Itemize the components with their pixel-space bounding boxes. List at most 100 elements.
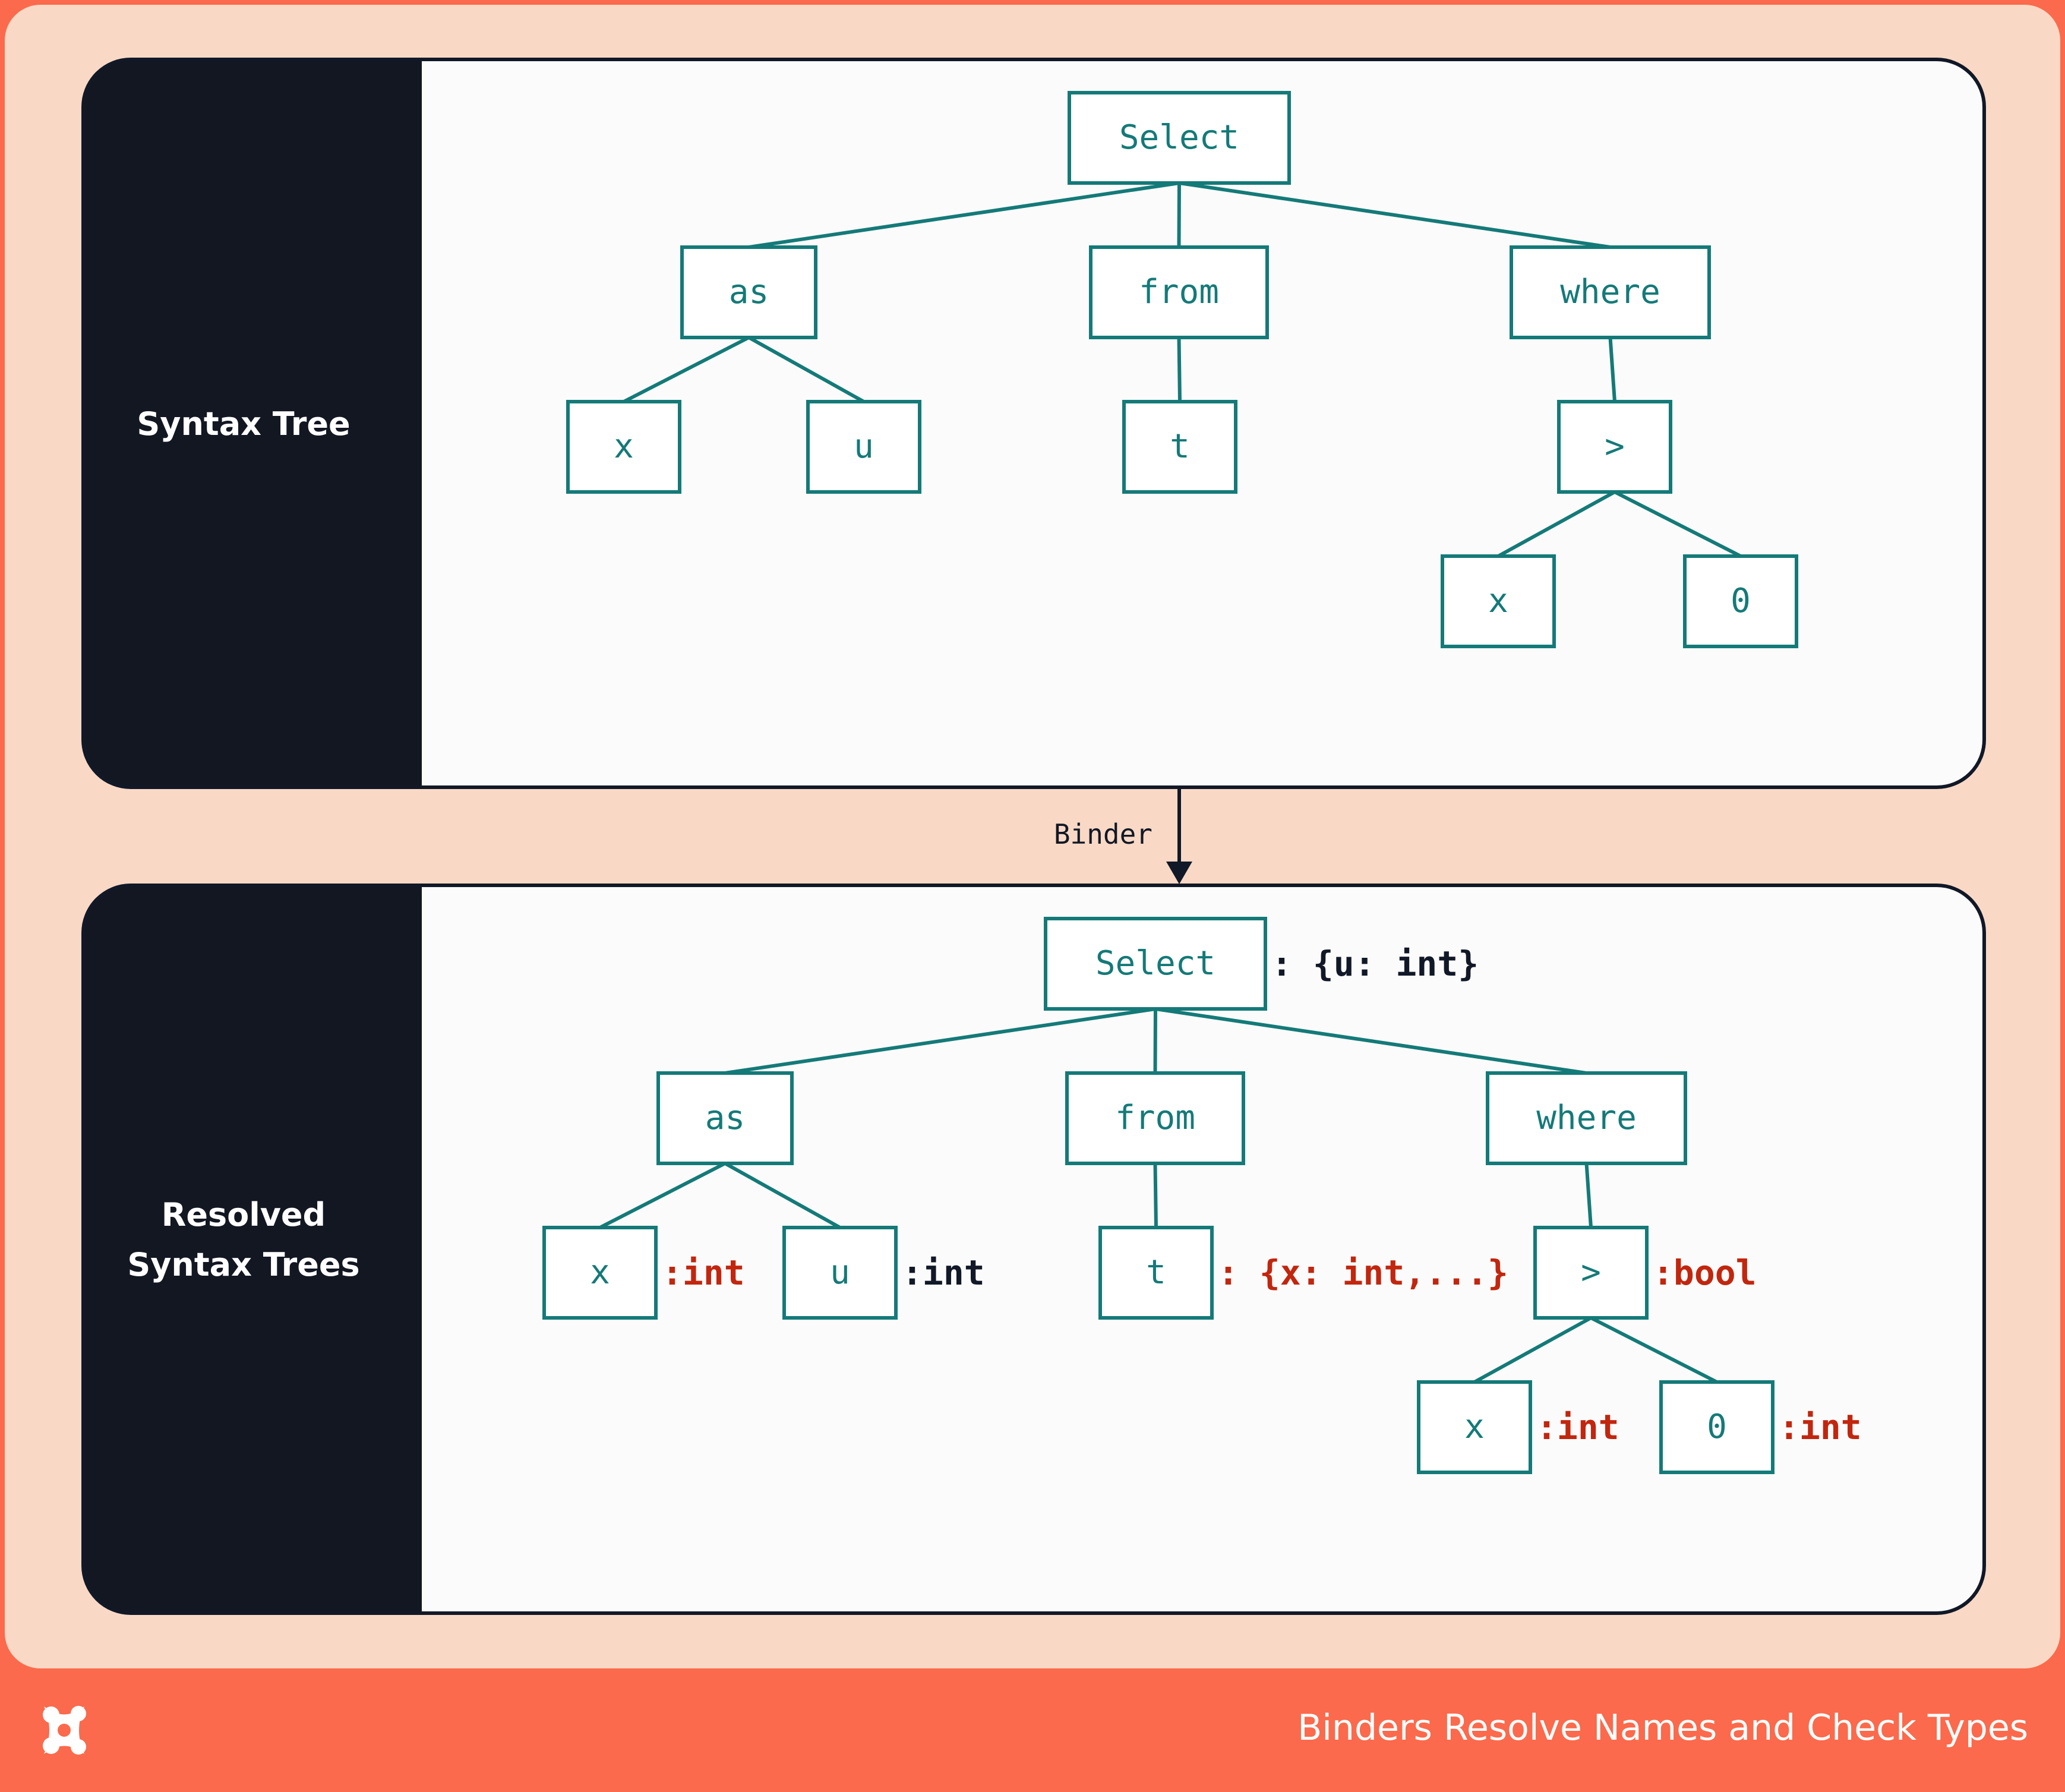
panel-label-line: Syntax Trees (127, 1246, 359, 1283)
panel-sidebar (83, 59, 422, 787)
type-annotation: :int (662, 1252, 745, 1293)
footer-title: Binders Resolve Names and Check Types (1297, 1707, 2028, 1749)
tree-edge (1584, 1163, 1593, 1228)
tree-node-label: where (1560, 273, 1660, 311)
tree-node-box (1659, 1380, 1774, 1474)
tree-edge (623, 336, 750, 403)
tree-edge (1473, 1316, 1592, 1384)
x-logo-icon (43, 1706, 86, 1755)
tree-node-box (806, 400, 921, 494)
tree-node: > (1557, 400, 1672, 494)
tree-node-box (1417, 1380, 1532, 1474)
tree-node-label: from (1139, 273, 1219, 311)
type-annotation: :int (902, 1252, 985, 1293)
tree-edge (1608, 337, 1616, 402)
tree-node-label: from (1115, 1099, 1195, 1137)
type-annotation: :int (1536, 1407, 1619, 1447)
type-annotation: :bool (1653, 1252, 1757, 1293)
tree-node-label: > (1605, 427, 1625, 466)
tree-node: as (656, 1071, 794, 1165)
tree-node-box (1441, 554, 1556, 648)
tree-node: u (806, 400, 921, 494)
tree-node-box (1044, 917, 1267, 1011)
tree-node-label: 0 (1707, 1408, 1727, 1446)
tree-node: Select (1044, 917, 1267, 1011)
tree-node-label: x (590, 1253, 610, 1292)
tree-node-box (1557, 400, 1672, 494)
footer: Binders Resolve Names and Check Types (43, 1706, 2028, 1755)
panel-border (81, 58, 1986, 789)
type-annotation: :int (1779, 1407, 1862, 1447)
tree-node-label: Select (1119, 118, 1239, 157)
tree-node-box (1683, 554, 1798, 648)
tree-node: x (566, 400, 681, 494)
tree-node-box (566, 400, 681, 494)
tree-node: t (1122, 400, 1237, 494)
tree-edge (599, 1162, 726, 1229)
tree-node-box (1068, 91, 1291, 185)
tree-node-box (1533, 1226, 1649, 1320)
tree-node-label: u (854, 427, 874, 466)
tree-node: > (1533, 1226, 1649, 1320)
arrow-head-icon (1166, 862, 1192, 884)
tree-node: 0 (1683, 554, 1798, 648)
tree-node-box (1486, 1071, 1687, 1165)
type-annotation: : {u: int} (1271, 944, 1479, 984)
tree-node-box (1122, 400, 1237, 494)
tree-node-box (1065, 1071, 1245, 1165)
tree-node: as (680, 245, 817, 339)
panel-sidebar (83, 885, 422, 1613)
tree-node-box (1089, 245, 1269, 339)
tree-node-label: as (705, 1099, 745, 1137)
tree-edge (1497, 490, 1616, 558)
tree-node: Select (1068, 91, 1291, 185)
tree-node: x (1417, 1380, 1532, 1474)
tree-node-label: x (614, 427, 634, 466)
tree-node-label: > (1581, 1253, 1601, 1292)
tree-node-label: t (1170, 427, 1190, 466)
tree-edge (1153, 1008, 1157, 1074)
binder-arrow: Binder (1054, 787, 1192, 884)
tree-node: from (1089, 245, 1269, 339)
tree-edge (725, 1007, 1156, 1075)
tree-node-box (542, 1226, 658, 1320)
panel-label-line: Syntax Tree (137, 405, 350, 443)
tree-edge (1590, 1316, 1718, 1384)
tree-node-label: 0 (1731, 582, 1751, 620)
syntax-tree-panel: Syntax Tree Select as from where x u t > x 0 (81, 58, 1986, 789)
tree-edge (724, 1162, 841, 1229)
tree-node: u (782, 1226, 898, 1320)
tree-node-box (782, 1226, 898, 1320)
binder-label: Binder (1054, 818, 1153, 850)
tree-node-label: Select (1095, 944, 1215, 983)
tree-node-box (1098, 1226, 1214, 1320)
tree-node: x (542, 1226, 658, 1320)
tree-edge (1179, 181, 1611, 249)
panel-label-line: Resolved (162, 1196, 326, 1233)
tree-edge (1153, 1163, 1158, 1228)
panel-border (81, 884, 1986, 1615)
tree-edge (1614, 490, 1742, 558)
tree-node: from (1065, 1071, 1245, 1165)
tree-node-box (1510, 245, 1711, 339)
tree-node-label: u (830, 1253, 850, 1292)
tree-node-label: where (1536, 1099, 1637, 1137)
tree-edge (1177, 182, 1181, 248)
tree-node: where (1486, 1071, 1687, 1165)
tree-node-label: x (1464, 1408, 1485, 1446)
tree-node-label: as (729, 273, 769, 311)
tree-node: where (1510, 245, 1711, 339)
tree-node-label: t (1146, 1253, 1166, 1292)
tree-node: 0 (1659, 1380, 1774, 1474)
type-annotation: : {x: int,...} (1218, 1252, 1508, 1293)
tree-edge (1155, 1007, 1587, 1075)
tree-node-box (656, 1071, 794, 1165)
tree-node: t (1098, 1226, 1214, 1320)
tree-node: x (1441, 554, 1556, 648)
tree-node-box (680, 245, 817, 339)
tree-edge (748, 336, 865, 403)
tree-edge (1177, 337, 1182, 402)
tree-node-label: x (1488, 582, 1508, 620)
